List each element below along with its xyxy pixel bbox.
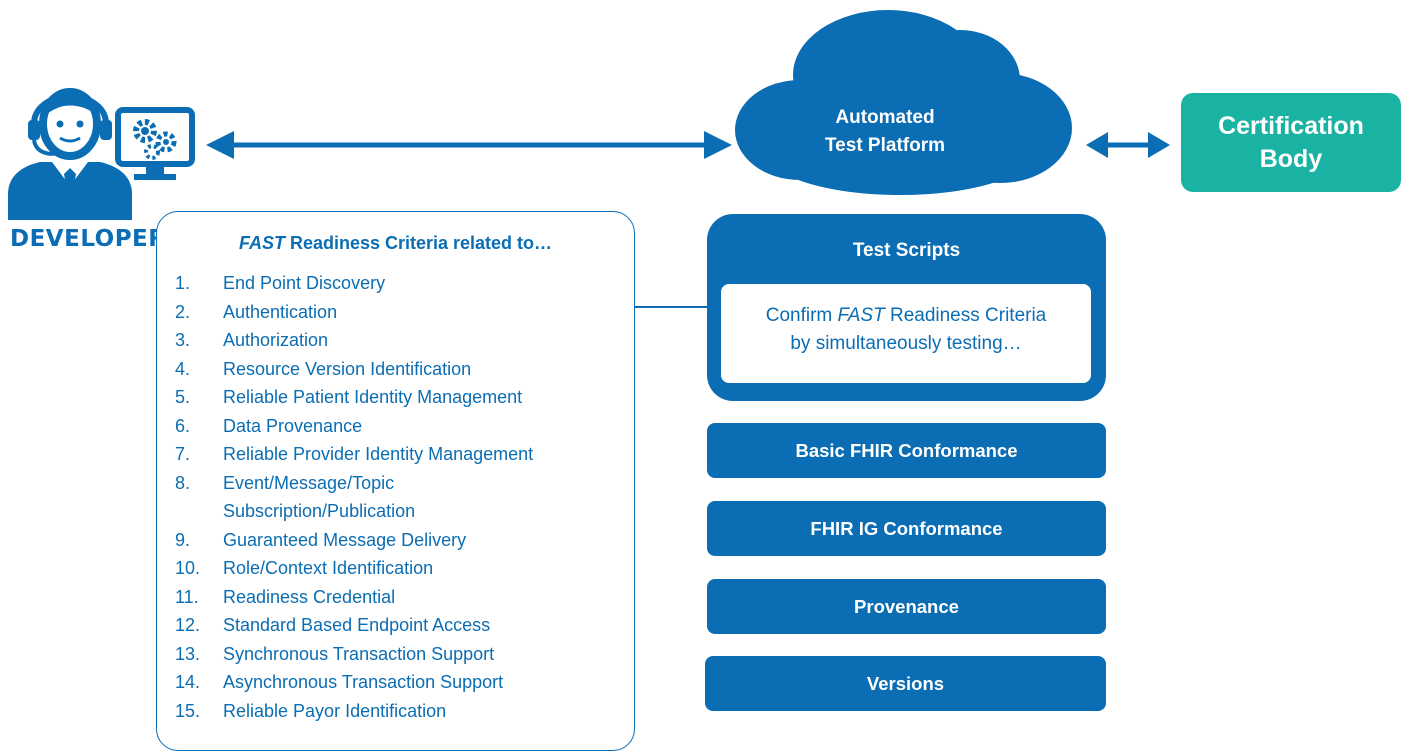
criteria-item-number: 8. [175, 472, 191, 493]
criteria-item: 8. Event/Message/Topic Subscription/Publi… [175, 469, 623, 526]
certification-body-box: Certification Body [1181, 93, 1401, 192]
criteria-item-number: 11. [175, 586, 199, 607]
criteria-item-number: 4. [175, 358, 191, 379]
test-bar-provenance: Provenance [707, 579, 1106, 634]
cloud-shape [735, 10, 1072, 195]
criteria-item: 6. Data Provenance [175, 412, 623, 441]
criteria-item-text: Authentication [223, 301, 338, 322]
criteria-item-number: 13. [175, 643, 201, 664]
criteria-item-number: 6. [175, 415, 191, 436]
ts-line1-post: Readiness Criteria [884, 305, 1047, 326]
criteria-title-rest: Readiness Criteria related to… [284, 233, 553, 253]
criteria-item-text: Readiness Credential [223, 586, 396, 607]
criteria-item-number: 9. [175, 529, 191, 550]
test-scripts-box: Test Scripts Confirm FAST Readiness Crit… [707, 214, 1106, 401]
developer-label: DEVELOPER [10, 226, 167, 252]
criteria-item: 13. Synchronous Transaction Support [175, 640, 623, 669]
criteria-item-text: End Point Discovery [223, 273, 386, 293]
criteria-item: 4. Resource Version Identification [175, 355, 623, 384]
criteria-item-text: Reliable Payor Identification [223, 700, 447, 721]
criteria-item: 7. Reliable Provider Identity Management [175, 440, 623, 469]
criteria-title-emph: FAST [238, 233, 285, 253]
ts-line1-emph: FAST [837, 305, 885, 326]
criteria-item: 3. Authorization [175, 326, 623, 355]
ts-line2: by simultaneously testing… [790, 333, 1022, 354]
criteria-item-text: Guaranteed Message Delivery [223, 529, 467, 550]
criteria-item-number: 10. [175, 558, 201, 578]
criteria-item-text: Reliable Patient Identity Management [223, 387, 523, 407]
cert-line2: Body [1259, 144, 1323, 173]
ts-line1-pre: Confirm [765, 305, 838, 326]
test-scripts-description: Confirm FAST Readiness Criteria by simul… [721, 284, 1091, 383]
criteria-item-number: 2. [175, 301, 191, 322]
criteria-item: 11. Readiness Credential [175, 583, 623, 612]
monitor-gears-icon [115, 107, 195, 180]
criteria-item-number: 3. [175, 330, 191, 350]
criteria-item-text: Authorization [223, 330, 329, 350]
criteria-item-number: 14. [175, 672, 201, 692]
cloud-label-line1: Automated [835, 107, 935, 128]
criteria-title: FAST Readiness Criteria related to… [157, 233, 634, 254]
developer-icon [8, 88, 195, 220]
criteria-item: 10. Role/Context Identification [175, 554, 623, 583]
criteria-item-number: 1. [175, 273, 191, 293]
criteria-item-number: 15. [175, 700, 201, 721]
criteria-item: 1. End Point Discovery [175, 269, 623, 298]
criteria-item-text: Reliable Provider Identity Management [223, 444, 534, 464]
criteria-item-number: 7. [175, 444, 191, 464]
cloud-label-line2: Test Platform [824, 135, 945, 156]
criteria-item-text: Standard Based Endpoint Access [223, 615, 491, 635]
test-bar-basic-fhir: Basic FHIR Conformance [707, 423, 1106, 478]
criteria-list: 1. End Point Discovery 2. Authentication 3. A… [175, 269, 623, 725]
criteria-item-text: Asynchronous Transaction Support [223, 672, 504, 692]
criteria-item-text: Role/Context Identification [223, 558, 434, 578]
cloud-label: Automated Test Platform [770, 104, 1000, 160]
cloud-cert-arrow [1086, 132, 1170, 158]
criteria-item-text: Data Provenance [223, 415, 363, 436]
criteria-item: 2. Authentication [175, 298, 623, 327]
criteria-item: 14. Asynchronous Transaction Support [175, 668, 623, 697]
criteria-item: 5. Reliable Patient Identity Management [175, 383, 623, 412]
criteria-item: 12. Standard Based Endpoint Access [175, 611, 623, 640]
criteria-panel: FAST Readiness Criteria related to… 1. En… [156, 211, 635, 751]
criteria-item-text: Synchronous Transaction Support [223, 643, 495, 664]
criteria-item-text: Resource Version Identification [223, 358, 472, 379]
test-scripts-title: Test Scripts [852, 240, 961, 261]
criteria-item: 15. Reliable Payor Identification [175, 697, 623, 726]
criteria-item-number: 5. [175, 387, 191, 407]
criteria-item-number: 12. [175, 615, 201, 635]
test-bar-versions: Versions [705, 656, 1106, 711]
criteria-item: 9. Guaranteed Message Delivery [175, 526, 623, 555]
developer-cloud-arrow [206, 131, 732, 159]
criteria-item-text: Event/Message/Topic Subscription/Publica… [223, 472, 416, 522]
cert-line1: Certification [1218, 111, 1364, 140]
test-bar-fhir-ig: FHIR IG Conformance [707, 501, 1106, 556]
